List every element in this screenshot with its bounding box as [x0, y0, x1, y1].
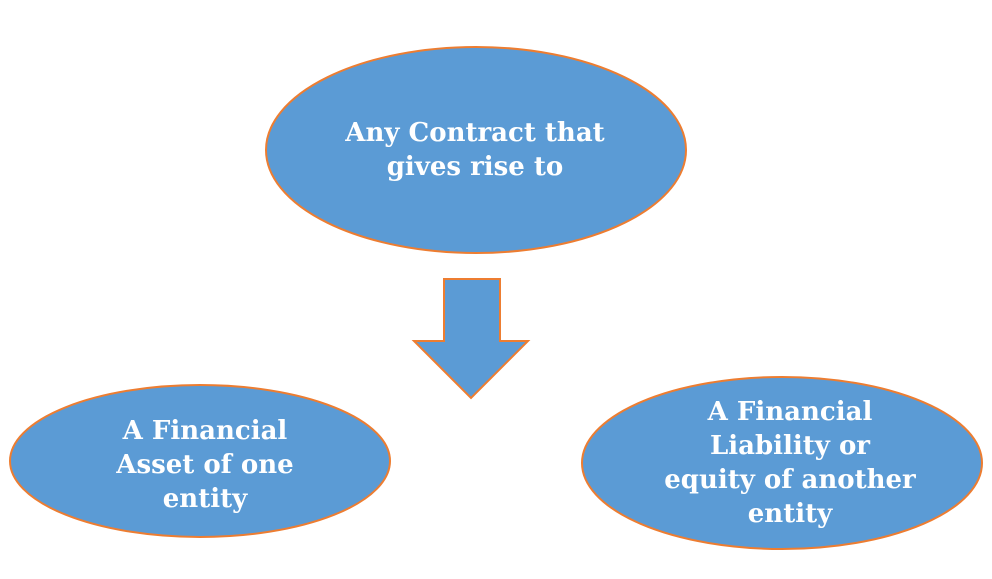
down-arrow-icon	[411, 278, 531, 400]
right-node-ellipse	[581, 376, 983, 550]
top-node-label: Any Contract that gives rise to	[345, 118, 605, 182]
left-node-label: A Financial Asset of one entity	[116, 416, 294, 514]
right-node-label: A Financial Liability or equity of anoth…	[664, 396, 916, 529]
top-node-ellipse	[265, 46, 687, 254]
left-node-ellipse	[9, 384, 391, 538]
